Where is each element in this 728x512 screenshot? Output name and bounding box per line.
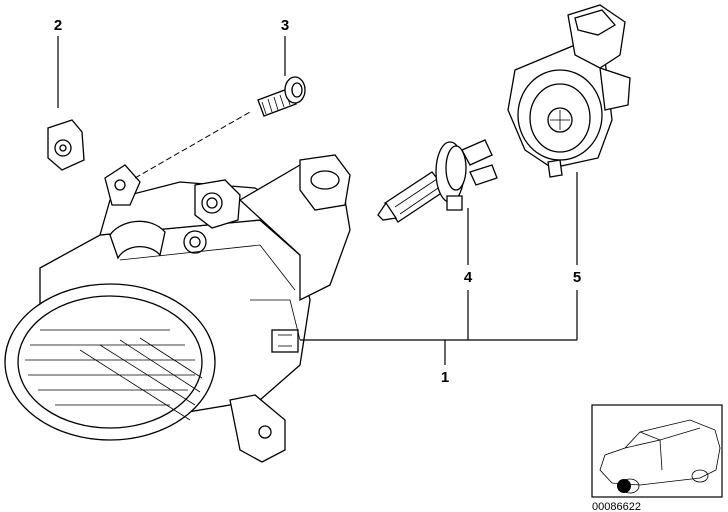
leader-lines [57, 36, 578, 365]
h7-bulb-part [377, 139, 498, 223]
clip-nut-part [47, 119, 85, 171]
callout-3: 3 [281, 17, 289, 34]
callout-labels: 2 3 4 5 1 [54, 17, 581, 386]
car-locator-inset [591, 404, 723, 498]
callout-4: 4 [464, 269, 473, 286]
location-marker-icon [617, 479, 631, 493]
screw-part [257, 76, 306, 117]
callout-1: 1 [441, 369, 449, 386]
reference-number: 00086622 [592, 501, 641, 512]
callout-5: 5 [573, 269, 581, 286]
bulb-holder-part [507, 4, 631, 178]
callout-2: 2 [54, 17, 62, 34]
fog-lamp-assembly [4, 154, 351, 463]
